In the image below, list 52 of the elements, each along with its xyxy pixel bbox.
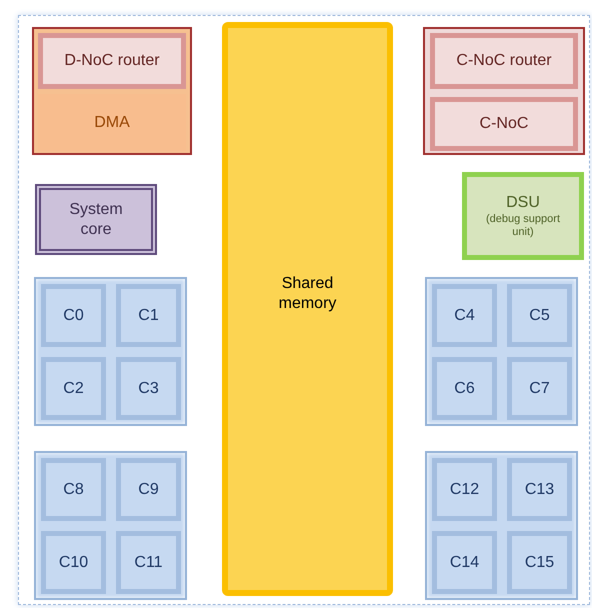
core-box xyxy=(432,531,497,594)
core-box xyxy=(432,284,497,347)
node-label: C-NoC xyxy=(480,114,528,134)
node-label: C6 xyxy=(454,378,475,398)
node-label: C14 xyxy=(450,552,480,572)
core-box xyxy=(507,531,572,594)
node-label: C1 xyxy=(138,306,159,326)
node-label: System core xyxy=(68,200,124,240)
cluster-box xyxy=(34,451,187,600)
cluster-box xyxy=(34,277,187,426)
node-note: (debug support unit) xyxy=(485,213,561,239)
core-box xyxy=(507,458,572,521)
node-label: C13 xyxy=(524,480,554,500)
node-label: C9 xyxy=(138,480,159,500)
node-label: DMA xyxy=(94,112,130,132)
node-label: DSU xyxy=(506,193,540,213)
node-label: C2 xyxy=(63,378,84,398)
node-label: Shared memory xyxy=(278,274,338,314)
node-label: C15 xyxy=(524,552,554,572)
memory-bar xyxy=(222,22,393,596)
cluster-box xyxy=(425,451,578,600)
router-box xyxy=(430,33,578,89)
core-box xyxy=(507,284,572,347)
node-label: C12 xyxy=(450,480,480,500)
core-box xyxy=(507,357,572,420)
node-label: C0 xyxy=(63,306,84,326)
node-label: C10 xyxy=(58,552,88,572)
core-box xyxy=(432,357,497,420)
core-box xyxy=(116,357,181,420)
router-box xyxy=(430,97,578,151)
router-box xyxy=(38,33,186,89)
core-box xyxy=(41,357,106,420)
node-label: C5 xyxy=(529,306,550,326)
noc-block xyxy=(423,27,585,155)
core-box xyxy=(432,458,497,521)
node-label: C4 xyxy=(454,306,475,326)
node-label: C7 xyxy=(529,378,550,398)
core-box xyxy=(35,184,157,255)
node-label: C8 xyxy=(63,480,84,500)
core-box xyxy=(116,284,181,347)
node-label: D-NoC router xyxy=(64,51,160,71)
node-label: C3 xyxy=(138,378,159,398)
cluster-box xyxy=(425,277,578,426)
node-label: C-NoC router xyxy=(456,51,552,71)
core-box xyxy=(41,458,106,521)
node-label: C11 xyxy=(134,552,163,572)
core-box xyxy=(116,458,181,521)
core-box xyxy=(41,531,106,594)
core-box xyxy=(41,284,106,347)
debug-unit-box xyxy=(462,172,584,260)
dma-router-block xyxy=(32,27,192,155)
core-box xyxy=(116,531,181,594)
